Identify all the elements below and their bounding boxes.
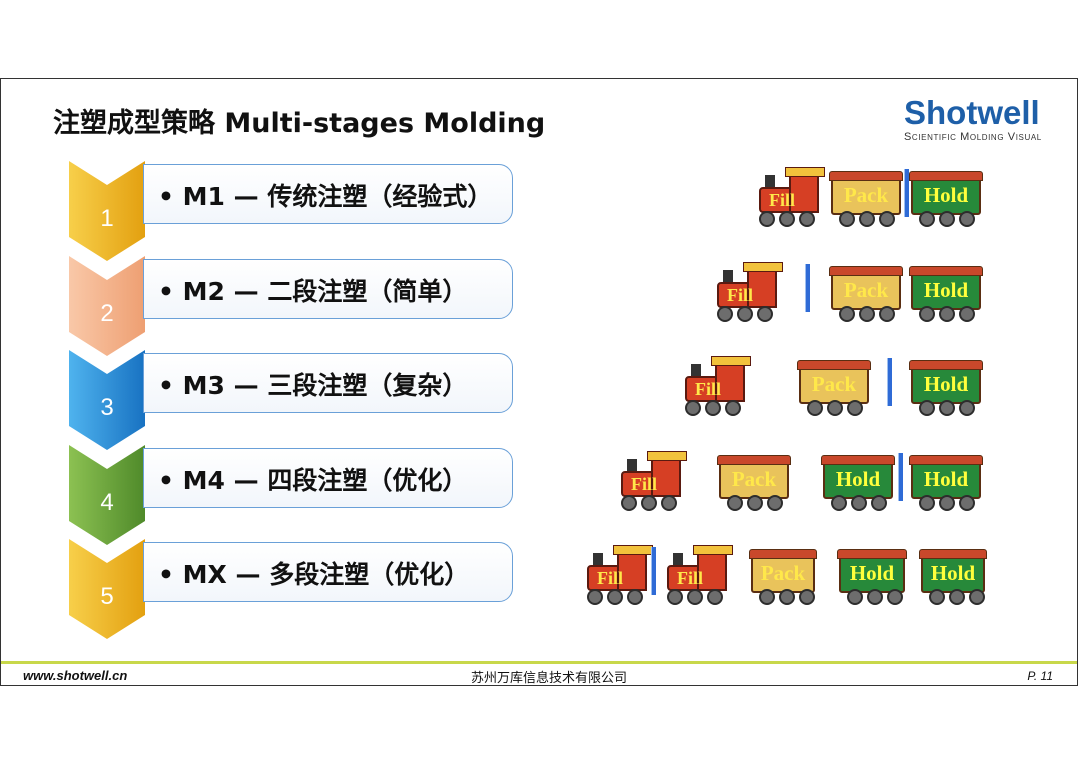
fill-locomotive: Fill: [581, 545, 653, 605]
logo-tagline: Scientific Molding Visual: [904, 131, 1042, 143]
hold-car: Hold: [919, 549, 987, 605]
chevron-1: 1: [69, 161, 149, 265]
fill-label: Fill: [769, 190, 795, 210]
step-2: 2 • M2 — 二段注塑（简单）: [69, 256, 519, 360]
fill-label: Fill: [597, 568, 623, 588]
fill-locomotive: Fill: [679, 356, 751, 416]
pack-label: Pack: [760, 561, 806, 585]
pack-label: Pack: [843, 183, 889, 207]
slide: 注塑成型策略 Multi-stages Molding Shotwell Sci…: [0, 78, 1078, 686]
step-5: 5 • MX — 多段注塑（优化）: [69, 539, 519, 643]
step-box: • MX — 多段注塑（优化）: [143, 542, 513, 602]
stage-separator: [651, 547, 656, 595]
hold-car: Hold: [909, 360, 983, 416]
hold-car: Hold: [821, 455, 895, 511]
step-4: 4 • M4 — 四段注塑（优化）: [69, 445, 519, 549]
train-row-1: Fill Pack Hold: [753, 167, 983, 231]
step-number: 3: [100, 394, 114, 421]
fill-locomotive: Fill: [753, 167, 825, 227]
hold-label: Hold: [930, 561, 976, 585]
fill-label: Fill: [631, 474, 657, 494]
pack-car: Pack: [797, 360, 871, 416]
stage-separator: [898, 453, 903, 501]
step-number: 2: [100, 300, 114, 327]
step-number: 1: [100, 205, 114, 232]
step-3: 3 • M3 — 三段注塑（复杂）: [69, 350, 519, 454]
chevron-3: 3: [69, 350, 149, 454]
hold-car: Hold: [909, 455, 983, 511]
hold-car: Hold: [837, 549, 907, 605]
train-row-4: Fill Pack Hold Hold: [615, 451, 985, 515]
train-row-2: Fill Pack Hold: [711, 262, 986, 326]
hold-label: Hold: [923, 183, 969, 207]
logo-wordmark: Shotwell: [904, 94, 1040, 131]
page-number: P. 11: [1027, 669, 1053, 683]
pack-car: Pack: [749, 549, 817, 605]
chevron-2: 2: [69, 256, 149, 360]
stage-separator: [887, 358, 892, 406]
pack-label: Pack: [731, 467, 777, 491]
stage-separator: [904, 169, 909, 217]
hold-label: Hold: [835, 467, 881, 491]
footer-website: www.shotwell.cn: [23, 668, 128, 683]
step-label: • M1 — 传统注塑（经验式）: [158, 182, 493, 211]
slide-title: 注塑成型策略 Multi-stages Molding: [53, 108, 546, 139]
hold-label: Hold: [923, 467, 969, 491]
step-1: 1 • M1 — 传统注塑（经验式）: [69, 161, 519, 265]
pack-car: Pack: [829, 266, 903, 322]
train-row-5: Fill Fill Pack Hold Hold: [581, 545, 987, 609]
step-box: • M4 — 四段注塑（优化）: [143, 448, 513, 508]
footer-company: 苏州万库信息技术有限公司: [471, 671, 628, 686]
hold-label: Hold: [923, 278, 969, 302]
pack-label: Pack: [843, 278, 889, 302]
fill-label: Fill: [677, 568, 703, 588]
fill-locomotive: Fill: [711, 262, 783, 322]
step-box: • M2 — 二段注塑（简单）: [143, 259, 513, 319]
step-number: 4: [100, 489, 114, 516]
pack-car: Pack: [717, 455, 791, 511]
hold-label: Hold: [923, 372, 969, 396]
pack-label: Pack: [811, 372, 857, 396]
step-label: • MX — 多段注塑（优化）: [158, 560, 470, 589]
step-label: • M2 — 二段注塑（简单）: [158, 277, 468, 306]
shotwell-logo: Shotwell Scientific Molding Visual: [904, 94, 1054, 144]
footer-divider: [1, 661, 1077, 664]
hold-car: Hold: [909, 266, 983, 322]
chevron-4: 4: [69, 445, 149, 549]
fill-label: Fill: [695, 379, 721, 399]
fill-locomotive: Fill: [615, 451, 687, 511]
pack-car: Pack: [829, 171, 903, 227]
step-label: • M4 — 四段注塑（优化）: [158, 466, 468, 495]
fill-label: Fill: [727, 285, 753, 305]
chevron-5: 5: [69, 539, 149, 643]
train-row-3: Fill Pack Hold: [679, 356, 984, 420]
step-box: • M1 — 传统注塑（经验式）: [143, 164, 513, 224]
hold-label: Hold: [849, 561, 895, 585]
step-box: • M3 — 三段注塑（复杂）: [143, 353, 513, 413]
step-label: • M3 — 三段注塑（复杂）: [158, 371, 468, 400]
stage-separator: [805, 264, 810, 312]
fill-locomotive: Fill: [661, 545, 733, 605]
step-number: 5: [100, 583, 114, 610]
hold-car: Hold: [909, 171, 983, 227]
